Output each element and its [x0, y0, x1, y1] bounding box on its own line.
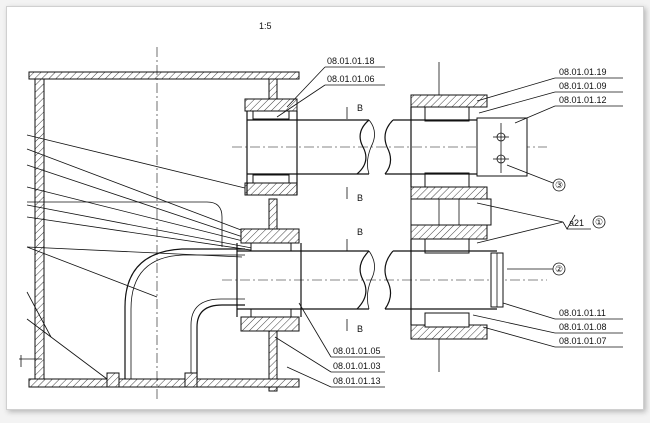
- callout-1-circle: [592, 215, 606, 229]
- part-label-07: 08.01.01.07: [559, 336, 607, 346]
- section-mark-b-3: B: [357, 227, 363, 237]
- section-mark-b-1: B: [357, 103, 363, 113]
- technical-drawing: 1:5: [19, 21, 623, 402]
- section-mark-b-2: B: [357, 193, 363, 203]
- part-label-13: 08.01.01.13: [333, 376, 381, 386]
- right-lower-assembly: [384, 224, 504, 372]
- housing-left: [27, 47, 300, 402]
- part-label-03: 08.01.01.03: [333, 361, 381, 371]
- part-label-08: 08.01.01.08: [559, 322, 607, 332]
- upper-bearing-housing: [232, 98, 547, 199]
- part-label-06: 08.01.01.06: [327, 74, 375, 84]
- callout-3-circle: [552, 178, 566, 192]
- label-leaders: [274, 66, 623, 388]
- part-label-11: 08.01.01.11: [559, 308, 606, 318]
- right-upper-assembly: [384, 62, 528, 226]
- part-label-18: 08.01.01.18: [327, 56, 375, 66]
- left-leaders: [26, 134, 258, 380]
- callout-3: ③: [555, 180, 563, 190]
- part-label-05: 08.01.01.05: [333, 346, 381, 356]
- drawing-frame: 1:5: [6, 6, 644, 410]
- part-label-09: 08.01.01.09: [559, 81, 607, 91]
- lower-bearing-housing: [222, 228, 547, 332]
- callout-1: ①: [595, 217, 603, 227]
- elbow-pipe: [106, 248, 245, 388]
- scale-text: 1:5: [259, 21, 272, 31]
- part-label-19: 08.01.01.19: [559, 67, 607, 77]
- section-mark-b-4: B: [357, 324, 363, 334]
- callout-2-circle: [552, 262, 566, 276]
- left-edge-marks: [19, 355, 42, 367]
- callout-2: ②: [555, 264, 563, 274]
- surface-finish-text: a21: [569, 218, 584, 228]
- part-label-12: 08.01.01.12: [559, 95, 607, 105]
